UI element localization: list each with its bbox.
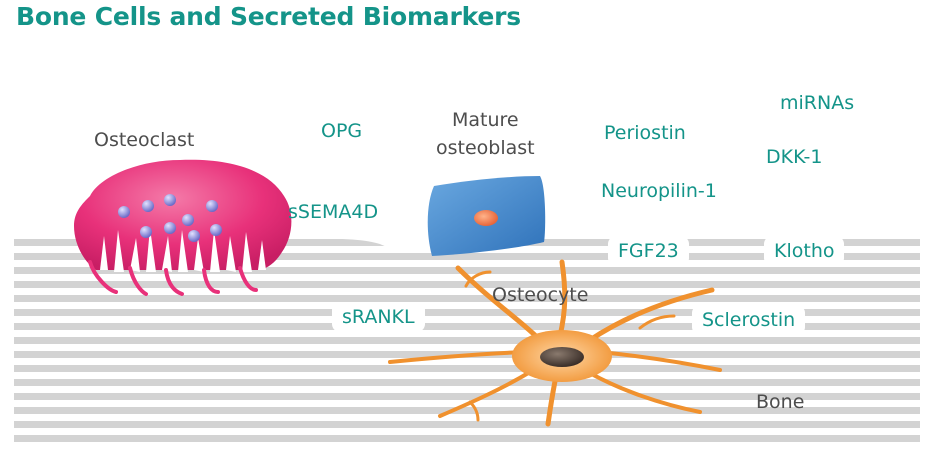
osteoblast-label-line1: Mature <box>452 109 519 131</box>
osteocyte-label: Osteocyte <box>492 284 589 306</box>
biomarker-opg: OPG <box>321 120 363 142</box>
osteoclast-label: Osteoclast <box>94 129 195 151</box>
biomarker-periostin: Periostin <box>604 122 686 144</box>
osteoblast-label-line2: osteoblast <box>436 137 535 159</box>
biomarker-srankl: sRANKL <box>332 302 425 332</box>
biomarker-mirnas: miRNAs <box>780 92 855 114</box>
osteoblast-cell <box>427 176 546 256</box>
biomarker-dkk-1: DKK-1 <box>766 146 823 168</box>
bone-label: Bone <box>756 391 805 413</box>
osteoclast-cell <box>74 159 292 296</box>
biomarker-neuropilin-1: Neuropilin-1 <box>601 180 717 202</box>
osteocyte-nucleus <box>540 347 584 367</box>
biomarker-ssema4d: sSEMA4D <box>288 201 379 223</box>
page-title: Bone Cells and Secreted Biomarkers <box>16 2 521 31</box>
biomarker-klotho: Klotho <box>764 236 845 266</box>
biomarker-fgf23: FGF23 <box>608 236 689 266</box>
biomarker-sclerostin: Sclerostin <box>692 305 806 335</box>
